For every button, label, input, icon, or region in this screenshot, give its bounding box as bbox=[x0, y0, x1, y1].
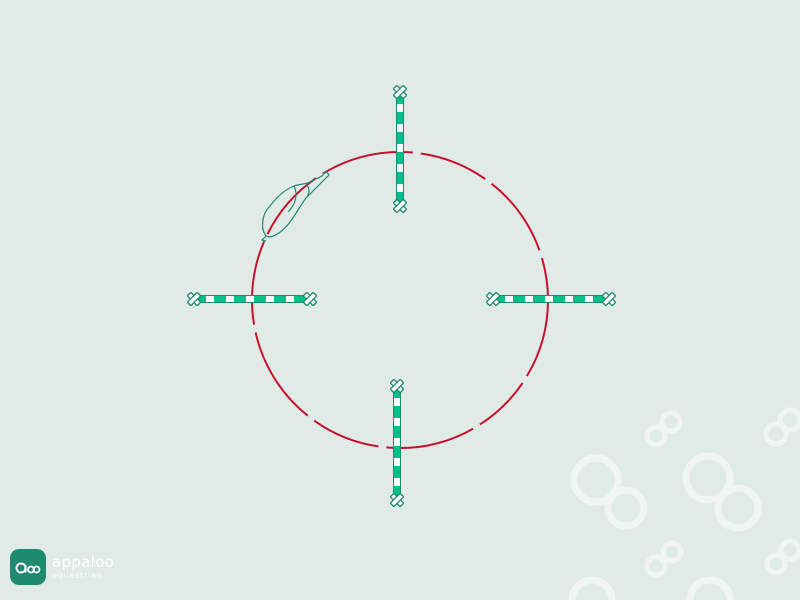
ground-pole-right bbox=[485, 291, 617, 307]
watermark-rings bbox=[568, 407, 800, 600]
brand-tagline: equestrian bbox=[52, 570, 103, 580]
horse-top-view-icon bbox=[261, 170, 330, 242]
ground-pole-left bbox=[186, 291, 318, 307]
brand-name: appaloo bbox=[52, 552, 115, 571]
appaloo-logo-icon bbox=[10, 549, 46, 585]
ground-pole-top bbox=[392, 84, 408, 214]
brand-logo: appaloo equestrian bbox=[10, 549, 114, 585]
ground-pole-bottom bbox=[389, 378, 405, 508]
